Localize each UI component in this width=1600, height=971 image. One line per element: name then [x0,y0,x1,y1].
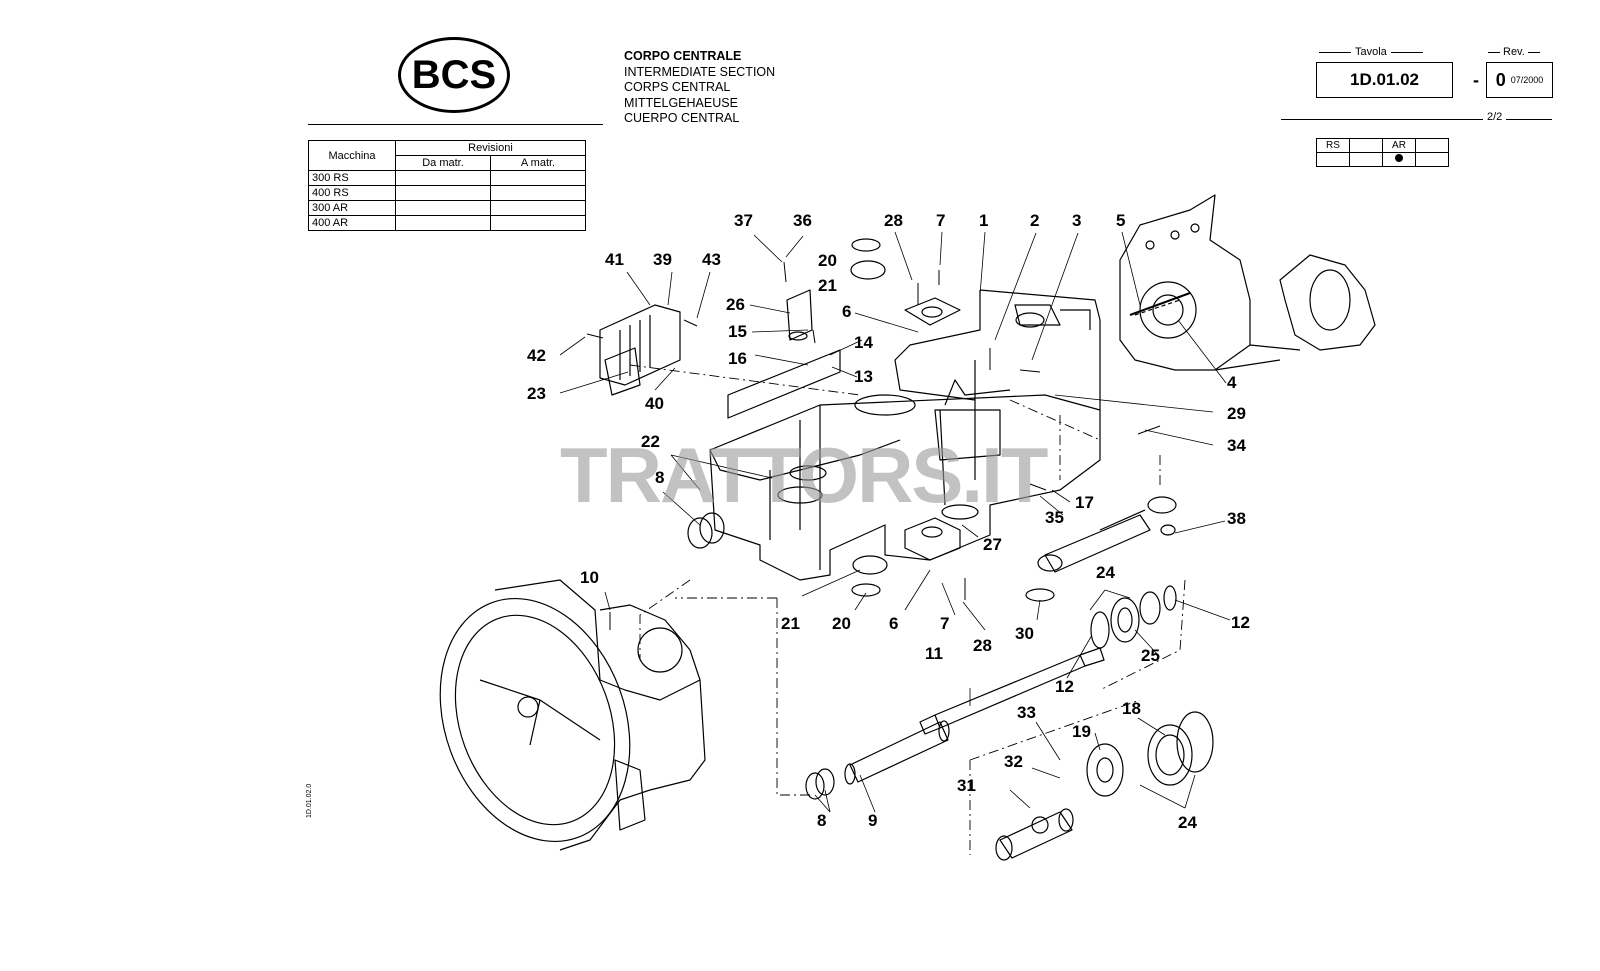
table-row: 400 RS [308,185,586,201]
tavola-label: Tavola [1315,46,1427,58]
rs-ar-table: RS AR [1316,138,1449,167]
shaft-9 [805,720,950,800]
universal-joint [995,808,1074,861]
rev-box: 0 07/2000 [1486,62,1553,98]
title-italian: CORPO CENTRALE [624,49,742,63]
model-cell: 300 AR [308,200,396,216]
upper-brackets [727,289,979,561]
clutch-housing [439,579,706,851]
callout-17: 17 [1075,493,1094,512]
callout-22: 22 [641,432,660,451]
callout-28-lower: 28 [973,636,992,655]
rev-number: 0 [1495,69,1506,90]
callout-37: 37 [734,211,753,230]
callout-5: 5 [1116,211,1126,230]
callout-8: 8 [655,468,665,487]
callout-40: 40 [645,394,664,413]
callout-28: 28 [884,211,903,230]
callout-20-lower: 20 [832,614,851,633]
callout-12-lower: 12 [1055,677,1074,696]
logo-text: BCS [411,52,497,97]
callout-33: 33 [1017,703,1036,722]
title-spanish: CUERPO CENTRAL [624,111,740,125]
bolts [586,261,1191,630]
callout-12: 12 [1231,613,1250,632]
model-cell: 300 RS [308,170,396,186]
revisions-table: Macchina Revisioni Da matr. A matr. 300 … [308,140,586,231]
bearing-21-lower [852,555,888,575]
table-row: 300 AR [308,200,586,216]
rev-label: Rev. [1485,46,1543,58]
rev-dash: - [1473,70,1479,90]
callout-24-lower: 24 [1178,813,1197,832]
callout-13: 13 [854,367,873,386]
callout-31: 31 [957,776,976,795]
seal-20-upper [851,238,881,252]
watermark: TRATTORS.IT [560,431,1048,519]
header-divider [308,124,603,125]
title-english: INTERMEDIATE SECTION [624,64,776,79]
callout-26: 26 [726,295,745,314]
bullet-icon [1395,154,1403,162]
callout-34: 34 [1227,436,1246,455]
callout-38: 38 [1227,509,1246,528]
callout-30: 30 [1015,624,1034,643]
callout-4: 4 [1227,373,1237,392]
leader-lines [559,231,1231,813]
rev-date: 07/2000 [1510,75,1544,85]
callout-7: 7 [936,211,946,230]
shaft-11 [919,647,1105,735]
section-titles: CORPO CENTRALE INTERMEDIATE SECTION CORP… [624,49,775,127]
callout-27: 27 [983,535,1002,554]
table-row: 300 RS [308,170,586,186]
callout-19: 19 [1072,722,1091,741]
snap-ring-left [687,517,713,549]
callout-43: 43 [702,250,721,269]
callout-21-lower: 21 [781,614,800,633]
page-number: 2/2 [1483,111,1507,123]
callout-7-lower: 7 [940,614,950,633]
callout-20: 20 [818,251,837,270]
bearing-set [1086,585,1214,797]
seal-20-lower [851,583,881,597]
page-divider [1281,119,1552,120]
callout-24: 24 [1096,563,1115,582]
callout-6-lower: 6 [889,614,899,633]
callout-21: 21 [818,276,837,295]
central-housing [709,289,1101,581]
callout-18: 18 [1122,699,1141,718]
callout-23: 23 [527,384,546,403]
callout-9: 9 [868,811,878,830]
tavola-number: 1D.01.02 [1316,62,1453,98]
bcs-logo: BCS [398,37,510,113]
callout-11: 11 [925,644,943,663]
callout-14: 14 [854,333,873,352]
col-to: A matr. [490,155,586,171]
title-french: CORPS CENTRAL [624,80,731,94]
gearbox-housing [1119,194,1376,371]
callout-29: 29 [1227,404,1246,423]
model-cell: 400 AR [308,215,396,231]
callout-15: 15 [728,322,747,341]
callout-3: 3 [1072,211,1082,230]
table-row: 400 AR [308,215,586,231]
callout-36: 36 [793,211,812,230]
callout-6: 6 [842,302,852,321]
snap-ring-left [699,512,725,544]
bearing-21-upper [850,260,886,280]
title-german: MITTELGEHAEUSE [624,95,738,110]
callout-32: 32 [1004,752,1023,771]
callout-39: 39 [653,250,672,269]
callout-35: 35 [1045,508,1064,527]
callout-42: 42 [527,346,546,365]
callout-8-lower: 8 [817,811,827,830]
callout-25: 25 [1141,646,1160,665]
callout-16: 16 [728,349,747,368]
bellows-assembly [599,304,681,396]
callout-2: 2 [1030,211,1040,230]
callout-10: 10 [580,568,599,587]
callout-41: 41 [605,250,624,269]
callout-1: 1 [979,211,989,230]
